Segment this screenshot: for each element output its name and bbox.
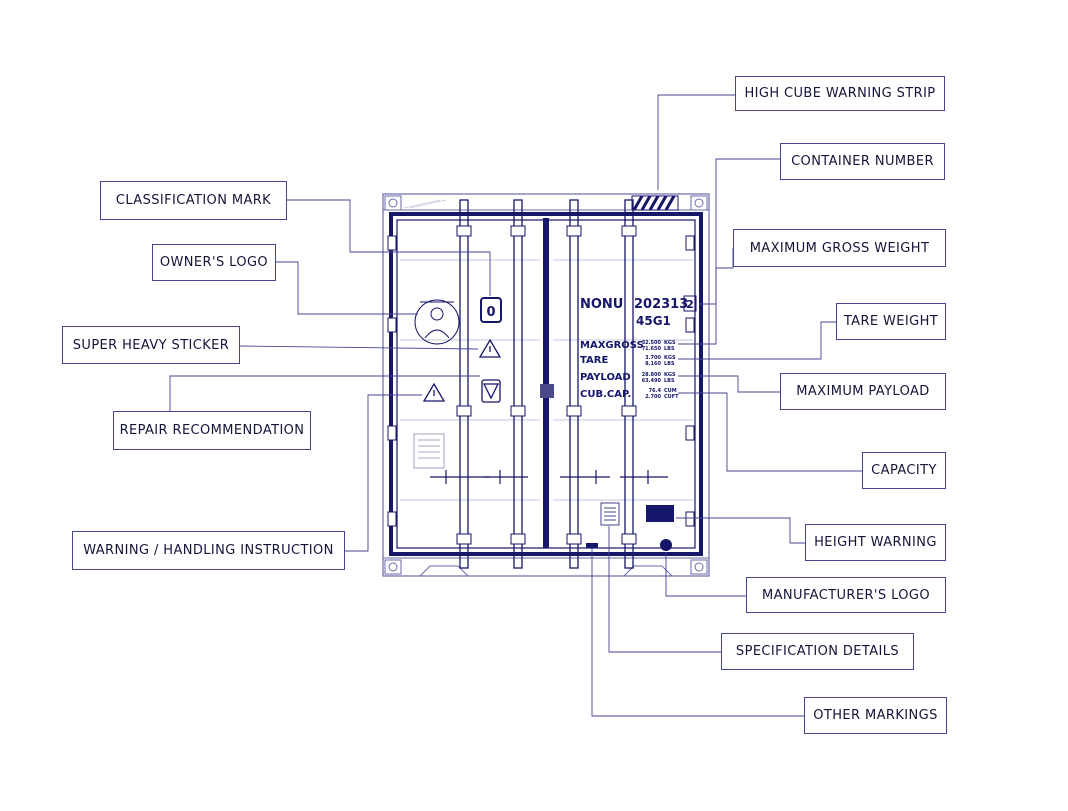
- weight-lb-unit: LBS: [664, 346, 675, 352]
- label-high-cube-warning-strip: HIGH CUBE WARNING STRIP: [735, 76, 945, 111]
- specification-details-plate: [600, 502, 620, 526]
- label-specification-details: SPECIFICATION DETAILS: [721, 633, 914, 670]
- warning-triangle-icon: [422, 382, 446, 402]
- super-heavy-sticker-icon: [478, 338, 502, 358]
- weight-table: MAXGROSS 32.500 KGS 71.650 LBS TARE 3.70…: [580, 340, 679, 400]
- label-manufacturers-logo: MANUFACTURER'S LOGO: [746, 577, 946, 613]
- manufacturers-logo-mark: [660, 539, 672, 551]
- label-classification-mark: CLASSIFICATION MARK: [100, 181, 287, 220]
- weight-lb-unit: LBS: [664, 378, 675, 384]
- label-tare-weight: TARE WEIGHT: [836, 303, 946, 340]
- weight-name: MAXGROSS: [580, 340, 644, 351]
- weight-name: CUB.CAP.: [580, 389, 631, 400]
- weight-name: PAYLOAD: [580, 372, 631, 383]
- weight-kg: 3.700: [645, 355, 661, 361]
- repair-recommendation-icon: [481, 379, 501, 403]
- label-super-heavy-sticker: SUPER HEAVY STICKER: [62, 326, 240, 364]
- container-door: [382, 193, 710, 577]
- weight-kg-unit: KGS: [664, 340, 676, 346]
- owner-code: NONU: [580, 297, 623, 312]
- label-maximum-gross-weight: MAXIMUM GROSS WEIGHT: [733, 229, 946, 267]
- weight-lb: 63.490: [642, 378, 662, 384]
- weight-name: TARE: [580, 355, 608, 366]
- check-digit: 2: [686, 298, 694, 311]
- label-other-markings: OTHER MARKINGS: [804, 697, 947, 734]
- weight-kg-unit: CUM: [664, 388, 677, 394]
- classification-mark: 0: [480, 297, 502, 323]
- label-owners-logo: OWNER'S LOGO: [152, 244, 276, 281]
- classification-glyph: 0: [486, 305, 495, 320]
- height-warning-block: [646, 505, 674, 522]
- label-capacity: CAPACITY: [862, 452, 946, 489]
- label-maximum-payload: MAXIMUM PAYLOAD: [780, 373, 946, 410]
- weight-lb-unit: CUFT: [664, 394, 679, 400]
- serial-number: 202313: [634, 297, 688, 312]
- weight-kg: 28.800: [642, 372, 662, 378]
- weight-kg: 32.500: [642, 340, 662, 346]
- weight-kg-unit: KGS: [664, 372, 676, 378]
- weight-lb: 2.700: [645, 394, 661, 400]
- weight-lb: 71.650: [642, 346, 662, 352]
- weight-kg-unit: KGS: [664, 355, 676, 361]
- weight-lb-unit: LBS: [664, 361, 675, 367]
- label-height-warning: HEIGHT WARNING: [805, 524, 946, 561]
- weight-lb: 8.160: [645, 361, 661, 367]
- high-cube-warning-strip: [631, 195, 679, 211]
- weight-kg: 76.4: [649, 388, 662, 394]
- container-number: NONU 202313 2 45G1: [580, 295, 697, 328]
- size-type-code: 45G1: [636, 314, 671, 328]
- other-markings-mark: [586, 543, 598, 548]
- owners-logo: [414, 299, 460, 345]
- specification-plate: [413, 433, 445, 469]
- label-container-number: CONTAINER NUMBER: [780, 143, 945, 180]
- label-repair-recommendation: REPAIR RECOMMENDATION: [113, 411, 311, 450]
- label-warning-handling-instruction: WARNING / HANDLING INSTRUCTION: [72, 531, 345, 570]
